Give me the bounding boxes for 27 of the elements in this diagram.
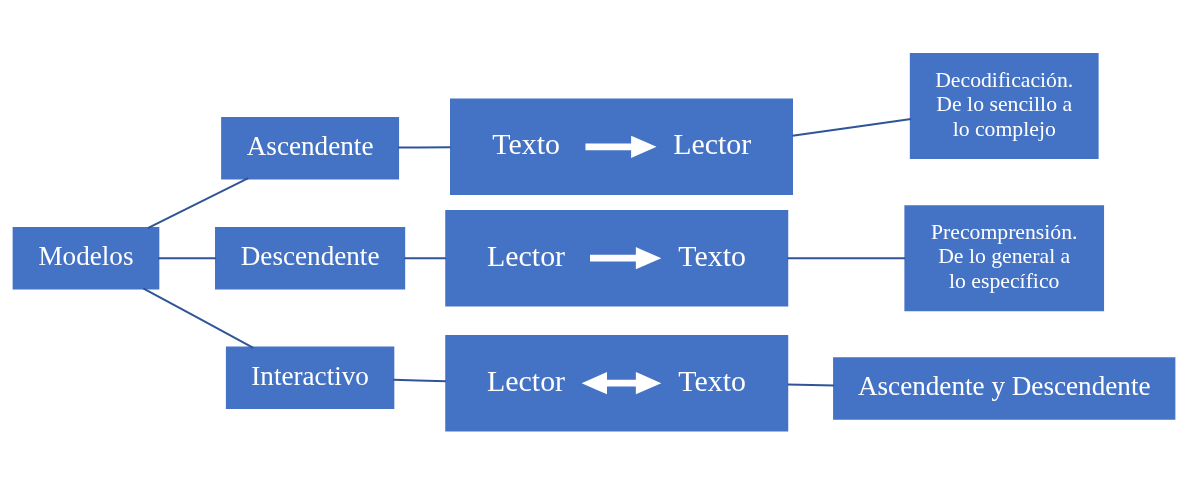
cluster [445, 209, 789, 306]
node-box: Descendente [215, 226, 406, 289]
arrow [585, 135, 657, 158]
connector [404, 256, 446, 259]
node-text: Lector [487, 238, 566, 272]
connector [147, 176, 249, 229]
node-text: Texto [492, 126, 560, 160]
cluster [445, 334, 789, 431]
connector [792, 117, 912, 137]
node-box: Ascendente y Descendente [833, 356, 1176, 420]
node-box: Precomprensión. De lo general a lo específico [904, 204, 1105, 311]
connector [142, 286, 254, 349]
connector [787, 383, 835, 386]
node-text: Texto [678, 238, 746, 272]
connector [398, 145, 451, 149]
connector [787, 256, 906, 259]
node-box: Interactivo [225, 345, 395, 409]
node-box: Modelos [12, 226, 160, 289]
node-box: Decodificación. De lo sencillo a lo complejo [909, 52, 1099, 159]
node-text: Lector [673, 126, 752, 160]
connector [393, 378, 446, 382]
connector [158, 256, 217, 259]
node-text: Texto [678, 363, 746, 397]
node-box: Ascendente [221, 116, 400, 179]
arrow [581, 371, 662, 394]
node-text: Lector [487, 363, 566, 397]
cluster [450, 98, 793, 195]
